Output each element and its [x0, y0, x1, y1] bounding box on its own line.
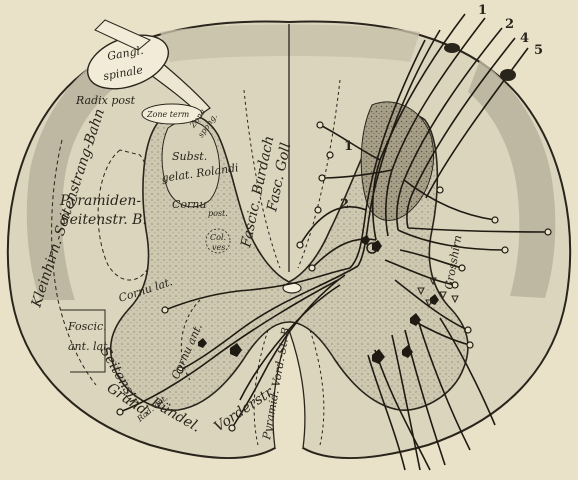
label-subst: Subst.	[172, 150, 207, 163]
label-pyramiden-2: Seitenstr. B.	[60, 212, 147, 228]
label-fascic-ant-1: Foscic.	[67, 320, 107, 333]
label-num-2a: 2	[340, 197, 349, 212]
label-pyramiden-1: Pyramiden-	[59, 193, 141, 209]
label-num-2: 2	[505, 17, 514, 32]
substantia-gelatinosa	[162, 121, 220, 207]
label-num-1a: 1	[344, 139, 353, 154]
label-post: post.	[208, 209, 228, 218]
label-radix-post: Radix post	[75, 94, 136, 107]
label-col: Col.	[210, 233, 226, 242]
label-cornu: Cornu	[172, 198, 206, 211]
label-num-1: 1	[478, 3, 487, 18]
label-zone-term: Zone term	[146, 110, 190, 119]
label-ves: ves	[212, 243, 225, 252]
label-num-5: 5	[534, 43, 543, 58]
label-num-4: 4	[520, 31, 529, 46]
